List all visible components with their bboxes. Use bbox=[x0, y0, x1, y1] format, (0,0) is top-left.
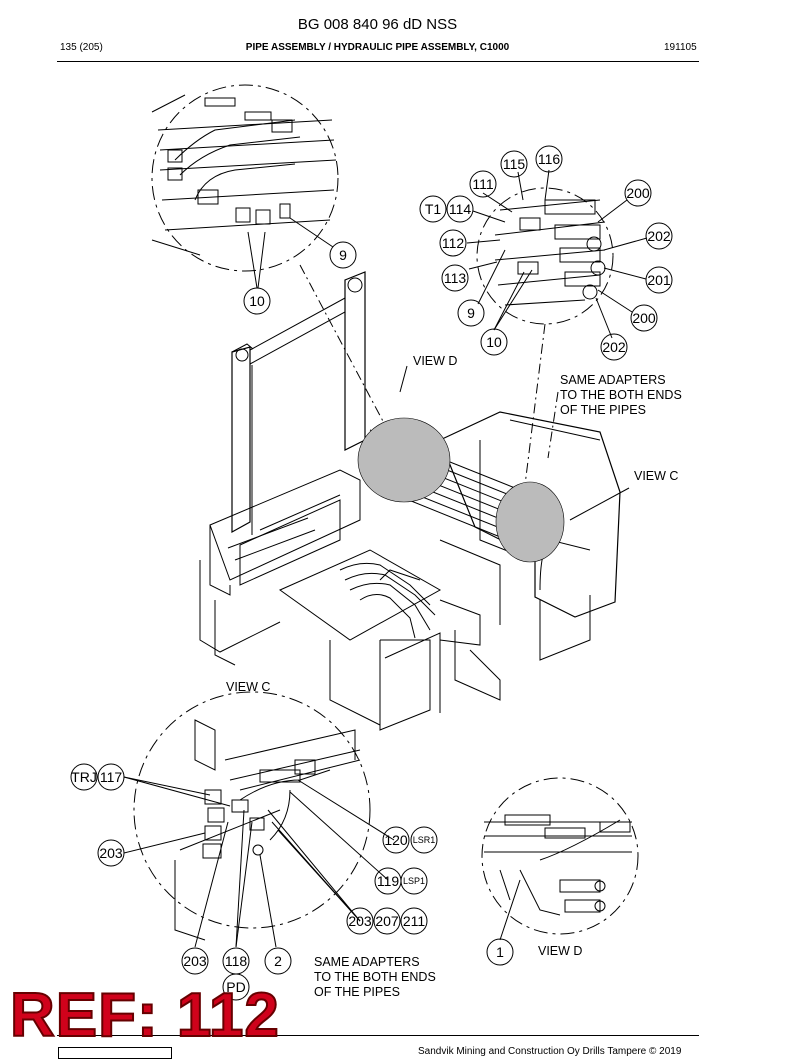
callout-118: 118 bbox=[225, 953, 248, 969]
callout-PD: PD bbox=[226, 979, 245, 995]
callout-10-right: 10 bbox=[486, 334, 502, 350]
callout-1: 1 bbox=[496, 944, 504, 960]
callout-202-b: 202 bbox=[602, 339, 626, 355]
callout-201: 201 bbox=[647, 272, 671, 288]
label-view-d-top: VIEW D bbox=[413, 354, 457, 368]
callout-203-c: 203 bbox=[183, 953, 207, 969]
callout-111: 111 bbox=[472, 176, 493, 192]
label-same-adapters-top-2: TO THE BOTH ENDS bbox=[560, 388, 682, 402]
ref-stamp: REF: 112 bbox=[9, 981, 280, 1050]
footer-rule bbox=[57, 1035, 699, 1036]
callout-112: 112 bbox=[442, 235, 465, 251]
label-view-d-bottom: VIEW D bbox=[538, 944, 582, 958]
label-same-adapters-bottom-3: OF THE PIPES bbox=[314, 985, 400, 999]
label-same-adapters-bottom-2: TO THE BOTH ENDS bbox=[314, 970, 436, 984]
callout-202-a: 202 bbox=[647, 228, 671, 244]
detail-circle-view-d-bottom bbox=[481, 777, 639, 935]
page-title: PIPE ASSEMBLY / HYDRAULIC PIPE ASSEMBLY,… bbox=[245, 42, 510, 53]
label-same-adapters-top-1: SAME ADAPTERS bbox=[560, 373, 666, 387]
callout-115: 115 bbox=[503, 156, 526, 172]
callout-119: 119 bbox=[377, 873, 400, 889]
detail-circle-view-d-top bbox=[151, 84, 339, 272]
callout-200-a: 200 bbox=[626, 185, 650, 201]
callout-TRJ: TRJ bbox=[71, 769, 97, 785]
callout-114: 114 bbox=[449, 201, 472, 217]
label-same-adapters-bottom-1: SAME ADAPTERS bbox=[314, 955, 420, 969]
label-view-c-bottom: VIEW C bbox=[226, 680, 270, 694]
detail-circle-view-c-top bbox=[476, 187, 614, 325]
callout-113: 113 bbox=[444, 270, 467, 286]
callout-200-b: 200 bbox=[632, 310, 656, 326]
callout-116: 116 bbox=[538, 151, 561, 167]
callout-9-right: 9 bbox=[467, 305, 475, 321]
callout-9-top: 9 bbox=[339, 247, 347, 263]
callout-203-b: 203 bbox=[348, 913, 372, 929]
callout-T1: T1 bbox=[425, 201, 442, 217]
callout-207: 207 bbox=[375, 913, 399, 929]
callout-211: 211 bbox=[403, 913, 426, 929]
callout-10-top: 10 bbox=[249, 293, 265, 309]
callout-120: 120 bbox=[384, 832, 408, 848]
document-number: BG 008 840 96 dD NSS bbox=[297, 16, 458, 33]
label-view-c-right: VIEW C bbox=[634, 469, 678, 483]
callout-203-a: 203 bbox=[99, 845, 123, 861]
callout-LSP1: LSP1 bbox=[403, 876, 425, 886]
sandvik-logo bbox=[58, 1047, 172, 1059]
detail-circle-view-c-bottom bbox=[133, 691, 371, 941]
callout-2: 2 bbox=[274, 953, 282, 969]
header-rule bbox=[57, 61, 699, 62]
callout-circles bbox=[70, 145, 673, 1001]
callout-LSR1: LSR1 bbox=[413, 835, 436, 845]
label-same-adapters-top-3: OF THE PIPES bbox=[560, 403, 646, 417]
callout-117: 117 bbox=[100, 769, 123, 785]
revision-date: 191105 bbox=[664, 42, 697, 53]
page-number: 135 (205) bbox=[60, 42, 103, 53]
footer-copyright: Sandvik Mining and Construction Oy Drill… bbox=[418, 1046, 682, 1057]
shaded-highlights bbox=[357, 417, 565, 563]
